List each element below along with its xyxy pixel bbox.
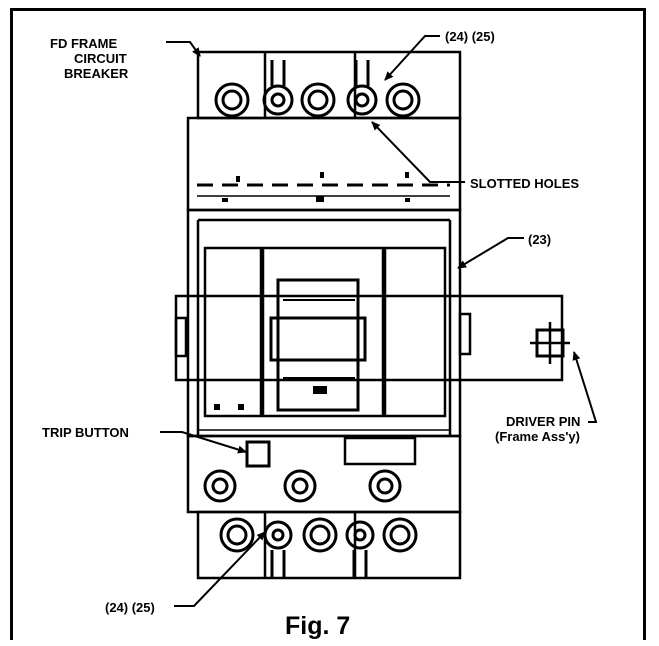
right-window [383, 246, 447, 418]
trip-button-leader [160, 431, 247, 454]
driver-pin-leader [572, 351, 598, 423]
center-window [261, 246, 385, 418]
trip-button-label: TRIP BUTTON [42, 425, 129, 440]
left-window [203, 246, 263, 418]
bottom-terminal-block [196, 510, 462, 580]
top-ref-label: (24) (25) [445, 29, 495, 44]
detail-marks [214, 172, 410, 410]
figure-caption: Fig. 7 [285, 612, 351, 640]
ref-23-label: (23) [528, 232, 552, 247]
bottom-ref-label: (24) (25) [105, 600, 155, 615]
load-screws [203, 469, 402, 503]
fd-frame-label-line3: BREAKER [64, 66, 129, 81]
slotted-holes-label: SLOTTED HOLES [470, 176, 580, 191]
trip-button-shape [245, 440, 271, 468]
bottom-terminal-screws [219, 517, 418, 578]
fd-frame-leader [166, 41, 201, 57]
main-body [186, 208, 462, 438]
top-ref-leader [384, 35, 440, 81]
top-terminal-screws [214, 60, 421, 118]
mounting-bar [174, 294, 564, 382]
slotted-holes-leader [371, 121, 465, 183]
bottom-ref-leader [174, 531, 266, 607]
breaker-body [174, 50, 570, 580]
driver-pin-label-line2: (Frame Ass'y) [495, 429, 580, 444]
fd-frame-label-line2: CIRCUIT [74, 51, 127, 66]
breaker-handle [276, 278, 360, 412]
figure-frame [10, 8, 646, 640]
leader-lines [160, 35, 598, 607]
driver-pin-label-line1: DRIVER PIN [506, 414, 581, 429]
fd-frame-label-line1: FD FRAME [50, 36, 118, 51]
ref-23-leader [457, 237, 524, 269]
